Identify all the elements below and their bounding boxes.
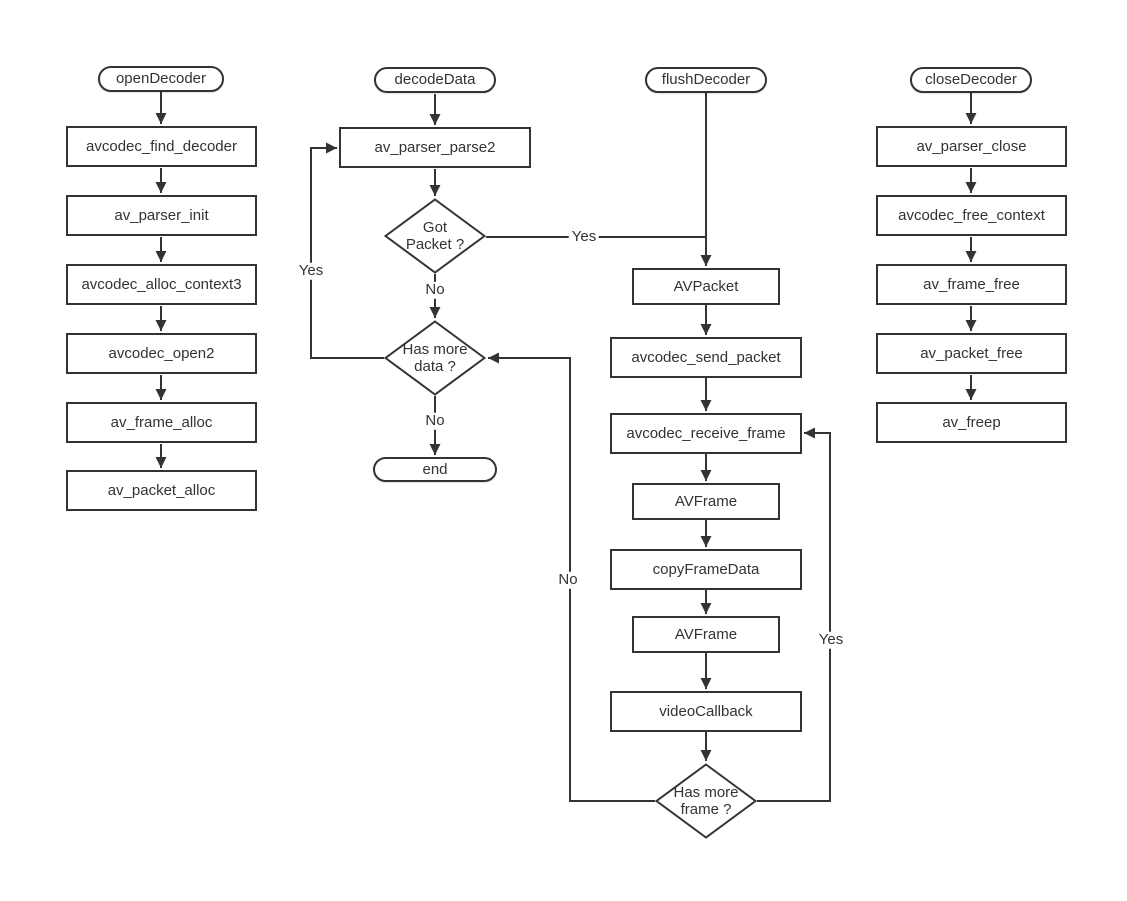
- terminator-decodedata: decodeData: [374, 67, 496, 93]
- edge-has-more-data-yes-loop: [310, 142, 384, 359]
- process-avcodec-find-decoder: avcodec_find_decoder: [66, 126, 257, 167]
- diamond-shape: [655, 763, 757, 839]
- process-avframe-2: AVFrame: [632, 616, 780, 653]
- terminator-opendecoder: openDecoder: [98, 66, 224, 92]
- process-avcodec-open2: avcodec_open2: [66, 333, 257, 374]
- decision-has-more-data-label: Has more data ?: [402, 340, 468, 375]
- edge-label-no-has-more-frame: No: [555, 571, 581, 589]
- decision-has-more-frame-label: Has more frame ?: [673, 783, 739, 818]
- terminator-flushdecoder: flushDecoder: [645, 67, 767, 93]
- process-av-frame-free: av_frame_free: [876, 264, 1067, 305]
- decision-has-more-data: Has more data ?: [384, 320, 486, 396]
- process-av-parser-parse2: av_parser_parse2: [339, 127, 531, 168]
- terminator-end: end: [373, 457, 497, 482]
- process-av-parser-init: av_parser_init: [66, 195, 257, 236]
- process-avcodec-alloc-context3: avcodec_alloc_context3: [66, 264, 257, 305]
- diamond-shape: [384, 320, 486, 396]
- process-av-frame-alloc: av_frame_alloc: [66, 402, 257, 443]
- decision-got-packet-label: Got Packet ?: [405, 218, 465, 253]
- diamond-shape: [384, 198, 486, 274]
- process-av-packet-free: av_packet_free: [876, 333, 1067, 374]
- process-avcodec-send-packet: avcodec_send_packet: [610, 337, 802, 378]
- process-videocallback: videoCallback: [610, 691, 802, 732]
- process-av-parser-close: av_parser_close: [876, 126, 1067, 167]
- decision-got-packet: Got Packet ?: [384, 198, 486, 274]
- process-av-packet-alloc: av_packet_alloc: [66, 470, 257, 511]
- decision-has-more-frame: Has more frame ?: [655, 763, 757, 839]
- edge-label-yes-has-more-frame: Yes: [815, 631, 847, 649]
- process-copyframedata: copyFrameData: [610, 549, 802, 590]
- edge-label-no-has-more-data: No: [422, 412, 448, 430]
- edge-label-no-got-packet: No: [422, 281, 448, 299]
- process-avpacket: AVPacket: [632, 268, 780, 305]
- edge-label-yes-got-packet: Yes: [568, 228, 600, 246]
- process-avcodec-receive-frame: avcodec_receive_frame: [610, 413, 802, 454]
- terminator-closedecoder: closeDecoder: [910, 67, 1032, 93]
- process-av-freep: av_freep: [876, 402, 1067, 443]
- edge-label-yes-parse-loop: Yes: [295, 262, 327, 280]
- process-avframe-1: AVFrame: [632, 483, 780, 520]
- process-avcodec-free-context: avcodec_free_context: [876, 195, 1067, 236]
- edge-has-more-frame-yes-loop: [757, 427, 831, 802]
